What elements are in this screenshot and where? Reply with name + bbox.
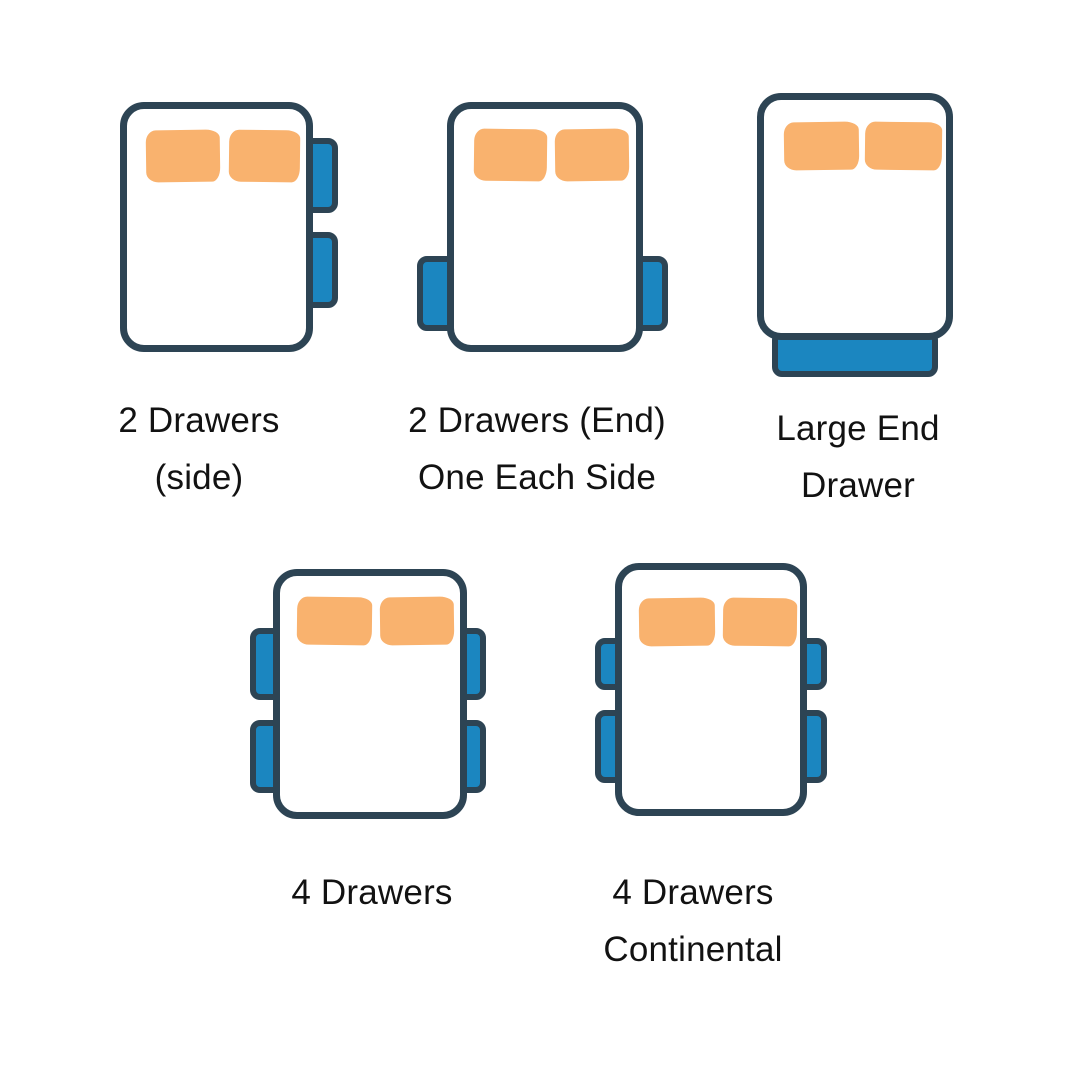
label-line: (side) bbox=[154, 458, 244, 497]
label-line: 2 Drawers bbox=[118, 401, 280, 440]
pillow-icon bbox=[473, 128, 548, 182]
bed-label-4-drawers-continental: 4 Drawers Continental bbox=[553, 864, 833, 978]
label-line: 4 Drawers bbox=[612, 873, 774, 912]
pillow-icon bbox=[554, 128, 630, 182]
pillow-icon bbox=[296, 596, 373, 646]
label-line: Continental bbox=[603, 930, 783, 969]
pillow-icon bbox=[864, 121, 943, 171]
pillow-icon bbox=[783, 121, 860, 171]
bed-icon-4-drawers-continental bbox=[615, 563, 807, 816]
pillow-icon bbox=[379, 596, 455, 646]
pillow-icon bbox=[228, 129, 301, 183]
bed-icon-4-drawers bbox=[273, 569, 467, 819]
label-line: 2 Drawers (End) bbox=[408, 401, 666, 440]
bed-icon-large-end-drawer bbox=[757, 93, 953, 340]
bed-label-2-drawers-end-one-each-side: 2 Drawers (End) One Each Side bbox=[377, 392, 697, 506]
bed-label-large-end-drawer: Large End Drawer bbox=[718, 400, 998, 514]
label-line: Large End bbox=[776, 409, 940, 448]
label-line: Drawer bbox=[801, 466, 915, 505]
pillow-icon bbox=[722, 597, 798, 647]
pillow-icon bbox=[145, 129, 221, 183]
bed-icon-2-drawers-side bbox=[120, 102, 313, 352]
label-line: 4 Drawers bbox=[291, 873, 453, 912]
bed-label-4-drawers: 4 Drawers bbox=[232, 864, 512, 921]
pillow-icon bbox=[638, 597, 716, 647]
bed-label-2-drawers-side: 2 Drawers (side) bbox=[59, 392, 339, 506]
bed-icon-2-drawers-end-one-each-side bbox=[447, 102, 643, 352]
label-line: One Each Side bbox=[417, 458, 657, 497]
